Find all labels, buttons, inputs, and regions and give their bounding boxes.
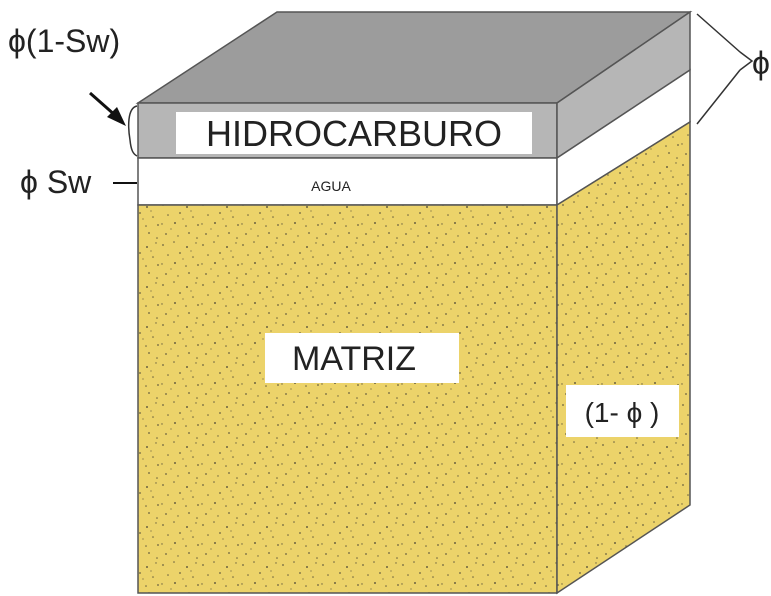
hydrocarbon-brace: [127, 105, 138, 157]
water-label: AGUA: [311, 178, 351, 194]
water-fraction-label: ϕ Sw: [20, 164, 92, 200]
matrix-label: MATRIZ: [292, 340, 416, 378]
matrix-fraction-label: (1- ϕ ): [585, 397, 660, 428]
porosity-label: ϕ: [752, 45, 770, 81]
porosity-bracket: [696, 13, 754, 125]
matrix-front-face: [137, 204, 558, 594]
hydrocarbon-fraction-arrow: [89, 91, 117, 118]
hydrocarbon-fraction-label: ϕ(1-Sw): [8, 23, 120, 59]
hydrocarbon-label-box: [176, 112, 532, 154]
hydrocarbon-label: HIDROCARBURO: [206, 113, 502, 154]
matrix-fraction-box: [566, 385, 679, 437]
matrix-label-box: [265, 333, 459, 383]
matrix-side-face: [556, 120, 691, 595]
arrow-head-icon: [107, 107, 126, 126]
